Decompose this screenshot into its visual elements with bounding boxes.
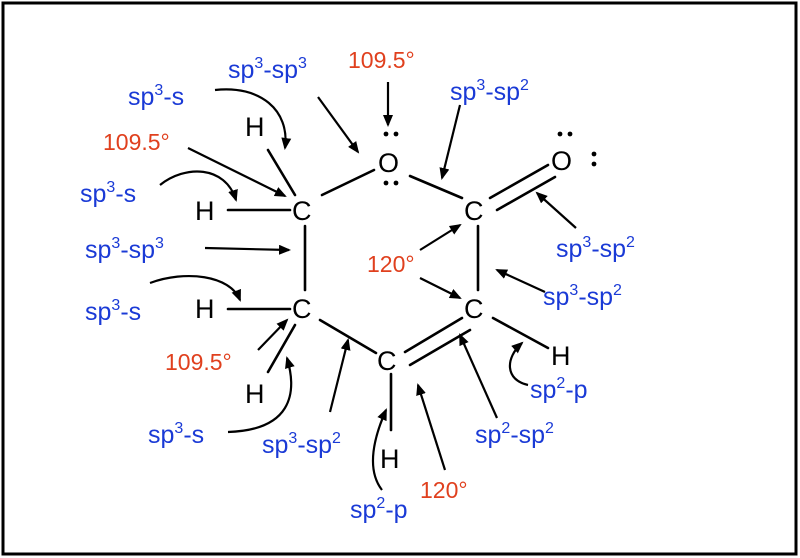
atom-h1: H	[245, 112, 265, 142]
bond-c3-h	[491, 316, 550, 350]
hybrid-label: sp2-p	[350, 495, 408, 524]
arrow-curved	[149, 274, 242, 302]
arrow-curved	[214, 88, 292, 150]
arrow	[328, 338, 351, 413]
hybridization-labels: sp3-s sp3-sp3 sp3-sp2 sp3-s sp3-sp3 sp3-…	[80, 55, 635, 524]
bond-c1-h-up	[266, 148, 297, 197]
bond-o-c2	[408, 174, 464, 200]
arrow-curved	[227, 356, 295, 434]
bond-c2-ocarbonyl-a	[488, 163, 550, 200]
arrow-curved	[159, 170, 238, 202]
lone-pair-dot	[393, 131, 399, 137]
bond-c2-ocarbonyl-b	[495, 175, 557, 212]
atom-c5: C	[292, 294, 312, 324]
bond-c5-h-down	[266, 323, 297, 374]
bond-c4-c5	[318, 318, 378, 355]
atoms: O O C C C C C H H H H H H	[195, 112, 572, 474]
atom-o-ring: O	[378, 148, 399, 178]
arrow	[416, 383, 447, 471]
hybrid-label: sp3-sp2	[450, 77, 529, 106]
lone-pair-dot	[567, 131, 573, 137]
arrow	[204, 244, 291, 255]
arrow	[458, 333, 499, 419]
atom-c1: C	[292, 196, 312, 226]
bonds	[226, 148, 557, 432]
hybrid-label: sp3-sp2	[543, 282, 622, 311]
bond-c1-o	[320, 168, 376, 197]
arrow	[419, 277, 462, 299]
lone-pair-dot	[557, 131, 563, 137]
hybrid-label: sp3-sp2	[262, 430, 341, 459]
hybrid-label: sp3-sp3	[228, 55, 307, 84]
lone-pairs	[383, 131, 597, 186]
angle-labels: 109.5° 109.5° 120° 109.5° 120°	[103, 47, 468, 503]
atom-c4: C	[377, 346, 397, 376]
hybrid-label: sp2-p	[530, 375, 588, 404]
arrow	[317, 96, 360, 154]
angle-label: 109.5°	[165, 349, 232, 375]
hybrid-label: sp3-sp3	[85, 235, 164, 264]
hybrid-label: sp3-s	[85, 297, 141, 326]
hybrid-label: sp3-sp2	[556, 234, 635, 263]
arrow	[419, 223, 462, 251]
lone-pair-dot	[393, 180, 399, 186]
lone-pair-dot	[591, 151, 597, 157]
atom-h5: H	[551, 341, 571, 371]
arrow	[439, 104, 462, 180]
atom-h2: H	[195, 196, 215, 226]
lone-pair-dot	[591, 161, 597, 167]
arrow	[535, 191, 577, 229]
arrow	[257, 318, 289, 351]
arrow	[187, 147, 287, 197]
atom-h4: H	[245, 379, 265, 409]
angle-label: 109.5°	[348, 47, 415, 73]
angle-label: 109.5°	[103, 129, 170, 155]
arrows	[149, 82, 577, 491]
atom-c2: C	[464, 196, 484, 226]
atom-c3: C	[464, 294, 484, 324]
lone-pair-dot	[383, 131, 389, 137]
angle-label: 120°	[420, 477, 468, 503]
hybrid-label: sp2-sp2	[475, 420, 554, 449]
arrow-curved	[508, 341, 529, 387]
arrow-curved	[371, 408, 388, 491]
atom-h6: H	[380, 444, 400, 474]
atom-h3: H	[195, 294, 215, 324]
arrow	[495, 269, 546, 293]
atom-o-carbonyl: O	[551, 146, 572, 176]
angle-label: 120°	[367, 251, 415, 277]
hybrid-label: sp3-s	[128, 82, 184, 111]
lone-pair-dot	[383, 180, 389, 186]
hybrid-label: sp3-s	[148, 420, 204, 449]
bond-c3-c4-a	[403, 316, 464, 354]
hybrid-label: sp3-s	[80, 179, 136, 208]
